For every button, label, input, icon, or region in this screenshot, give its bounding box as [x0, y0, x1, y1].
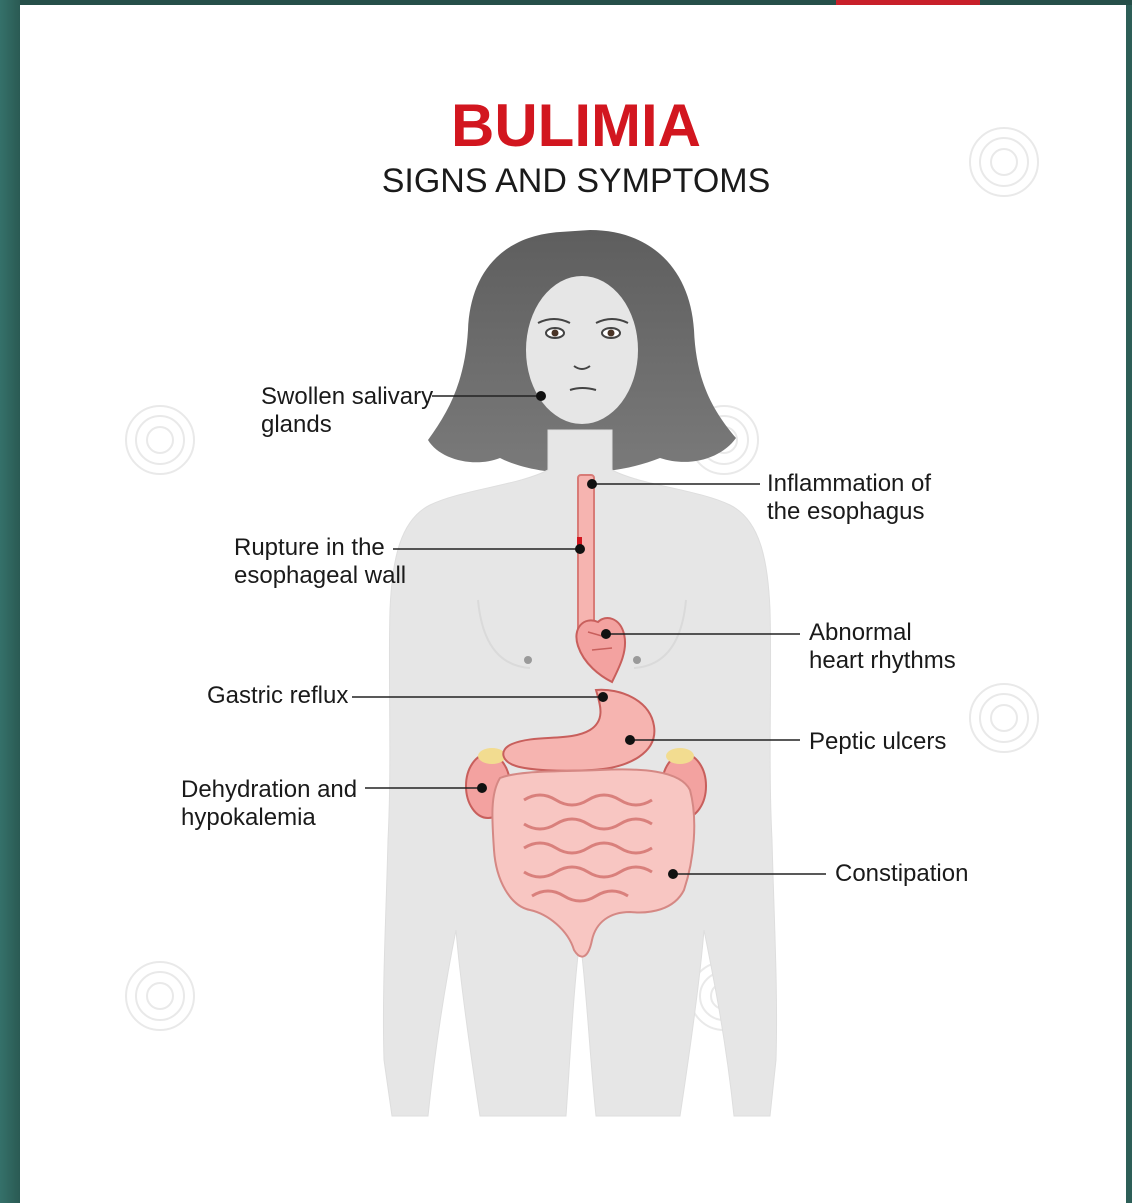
page-title: BULIMIA — [451, 92, 701, 159]
esophagus — [578, 475, 594, 635]
adrenal-left — [478, 748, 506, 764]
label-rupture-line1: Rupture in the — [234, 534, 385, 561]
label-inflammation-line2: the esophagus — [767, 498, 924, 525]
face — [526, 276, 638, 424]
dreamstime-watermark-icon — [126, 406, 194, 474]
label-dehydration-line1: Dehydration and — [181, 776, 357, 803]
dreamstime-watermark-icon — [126, 962, 194, 1030]
label-salivary-line2: glands — [261, 411, 332, 438]
adrenal-right — [666, 748, 694, 764]
label-reflux: Gastric reflux — [207, 682, 348, 709]
nipple-right — [633, 656, 641, 664]
label-constipation: Constipation — [835, 860, 968, 887]
page-subtitle: SIGNS AND SYMPTOMS — [382, 162, 771, 200]
label-heart-line2: heart rhythms — [809, 647, 956, 674]
label-ulcers: Peptic ulcers — [809, 728, 946, 755]
label-salivary-line1: Swollen salivary — [261, 383, 433, 410]
label-heart-line1: Abnormal — [809, 619, 912, 646]
label-dehydration-line2: hypokalemia — [181, 804, 316, 831]
nipple-left — [524, 656, 532, 664]
dreamstime-watermark-icon — [970, 684, 1038, 752]
label-rupture-line2: esophageal wall — [234, 562, 406, 589]
dreamstime-watermark-icon — [970, 128, 1038, 196]
label-inflammation-line1: Inflammation of — [767, 470, 931, 497]
